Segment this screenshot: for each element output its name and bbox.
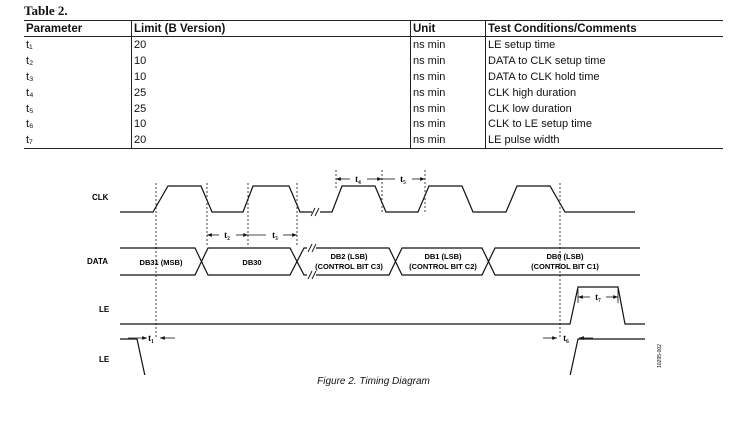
signal-label-le: LE: [99, 305, 110, 314]
cell-unit: ns min: [410, 132, 486, 150]
cell-limit: 20: [131, 132, 411, 150]
cell-limit: 10: [131, 68, 411, 85]
header-conditions: Test Conditions/Comments: [485, 20, 723, 37]
table-row: t₃ 10 ns min DATA to CLK hold time: [24, 68, 723, 85]
data-bus-waveform: [120, 247, 640, 276]
bus-label-db1: DB1 (LSB): [424, 252, 462, 261]
table-row: t₂ 10 ns min DATA to CLK setup time: [24, 52, 723, 69]
bus-label-db1-control: (CONTROL BIT C2): [409, 262, 477, 271]
cell-parameter: t₅: [26, 102, 34, 115]
cell-parameter: t₇: [24, 132, 132, 150]
cell-comment: LE pulse width: [485, 132, 723, 150]
cell-limit: 25: [131, 84, 411, 101]
cell-parameter: t₄: [26, 86, 34, 99]
le-waveform: [120, 286, 645, 325]
figure-code: 10295-002: [657, 344, 663, 368]
cell-limit: 20: [131, 36, 411, 53]
bus-label-db30: DB30: [242, 258, 261, 267]
signal-label-data: DATA: [87, 257, 108, 266]
timing-label-t6: t₆: [563, 333, 569, 343]
cell-comment: CLK high duration: [485, 84, 723, 101]
table-row: t₇ 20 ns min LE pulse width: [24, 132, 723, 150]
cell-unit: ns min: [410, 116, 486, 133]
cell-parameter: t₁: [26, 38, 33, 51]
timing-label-t3: t₃: [272, 230, 278, 240]
signal-label-le-inverted: LE: [99, 355, 110, 364]
cell-unit: ns min: [410, 100, 486, 117]
timing-label-t7: t₇: [595, 292, 601, 302]
header-parameter: Parameter: [24, 20, 132, 37]
le-inverted-waveform: [120, 338, 645, 375]
timing-label-t5: t₅: [400, 174, 406, 184]
timing-label-t4: t₄: [355, 174, 361, 184]
timing-arrows: [128, 177, 619, 340]
bus-label-db0-control: (CONTROL BIT C1): [531, 262, 599, 271]
table-row: t₆ 10 ns min CLK to LE setup time: [24, 116, 723, 133]
cell-limit: 10: [131, 52, 411, 69]
clk-break-icon: [310, 207, 320, 217]
cell-limit: 25: [131, 100, 411, 117]
bus-label-db0: DB0 (LSB): [546, 252, 584, 261]
header-unit: Unit: [410, 20, 486, 37]
timing-diagram: CLK DATA LE LE DB31 (MSB) DB30 DB2 (LSB)…: [87, 170, 663, 375]
table-title: Table 2.: [24, 3, 68, 18]
cell-comment: DATA to CLK setup time: [485, 52, 723, 69]
cell-comment: DATA to CLK hold time: [485, 68, 723, 85]
table-row: t₄ 25 ns min CLK high duration: [24, 84, 723, 101]
cell-parameter: t₆: [26, 118, 34, 131]
table-row: t₅ 25 ns min CLK low duration: [24, 100, 723, 117]
cell-parameter: t₂: [26, 54, 34, 67]
data-break-icon: [307, 243, 317, 280]
cell-unit: ns min: [410, 68, 486, 85]
bus-label-db2-control: (CONTROL BIT C3): [315, 262, 383, 271]
header-limit: Limit (B Version): [131, 20, 411, 37]
figure-caption: Figure 2. Timing Diagram: [317, 376, 430, 387]
table-header-row: Parameter Limit (B Version) Unit Test Co…: [24, 20, 723, 37]
cell-parameter: t₃: [26, 70, 34, 83]
cell-limit: 10: [131, 116, 411, 133]
timing-label-t1: t₁: [148, 333, 154, 343]
bus-label-db31: DB31 (MSB): [140, 258, 183, 267]
clk-waveform: [120, 185, 635, 213]
signal-label-clk: CLK: [92, 193, 109, 202]
cell-unit: ns min: [410, 84, 486, 101]
timing-label-t2: t₂: [224, 230, 230, 240]
table-row: t₁ 20 ns min LE setup time: [24, 36, 723, 53]
cell-comment: LE setup time: [485, 36, 723, 53]
bus-label-db2: DB2 (LSB): [330, 252, 368, 261]
cell-unit: ns min: [410, 36, 486, 53]
timing-spec-table: Parameter Limit (B Version) Unit Test Co…: [24, 20, 723, 150]
cell-unit: ns min: [410, 52, 486, 69]
cell-comment: CLK low duration: [485, 100, 723, 117]
cell-comment: CLK to LE setup time: [485, 116, 723, 133]
